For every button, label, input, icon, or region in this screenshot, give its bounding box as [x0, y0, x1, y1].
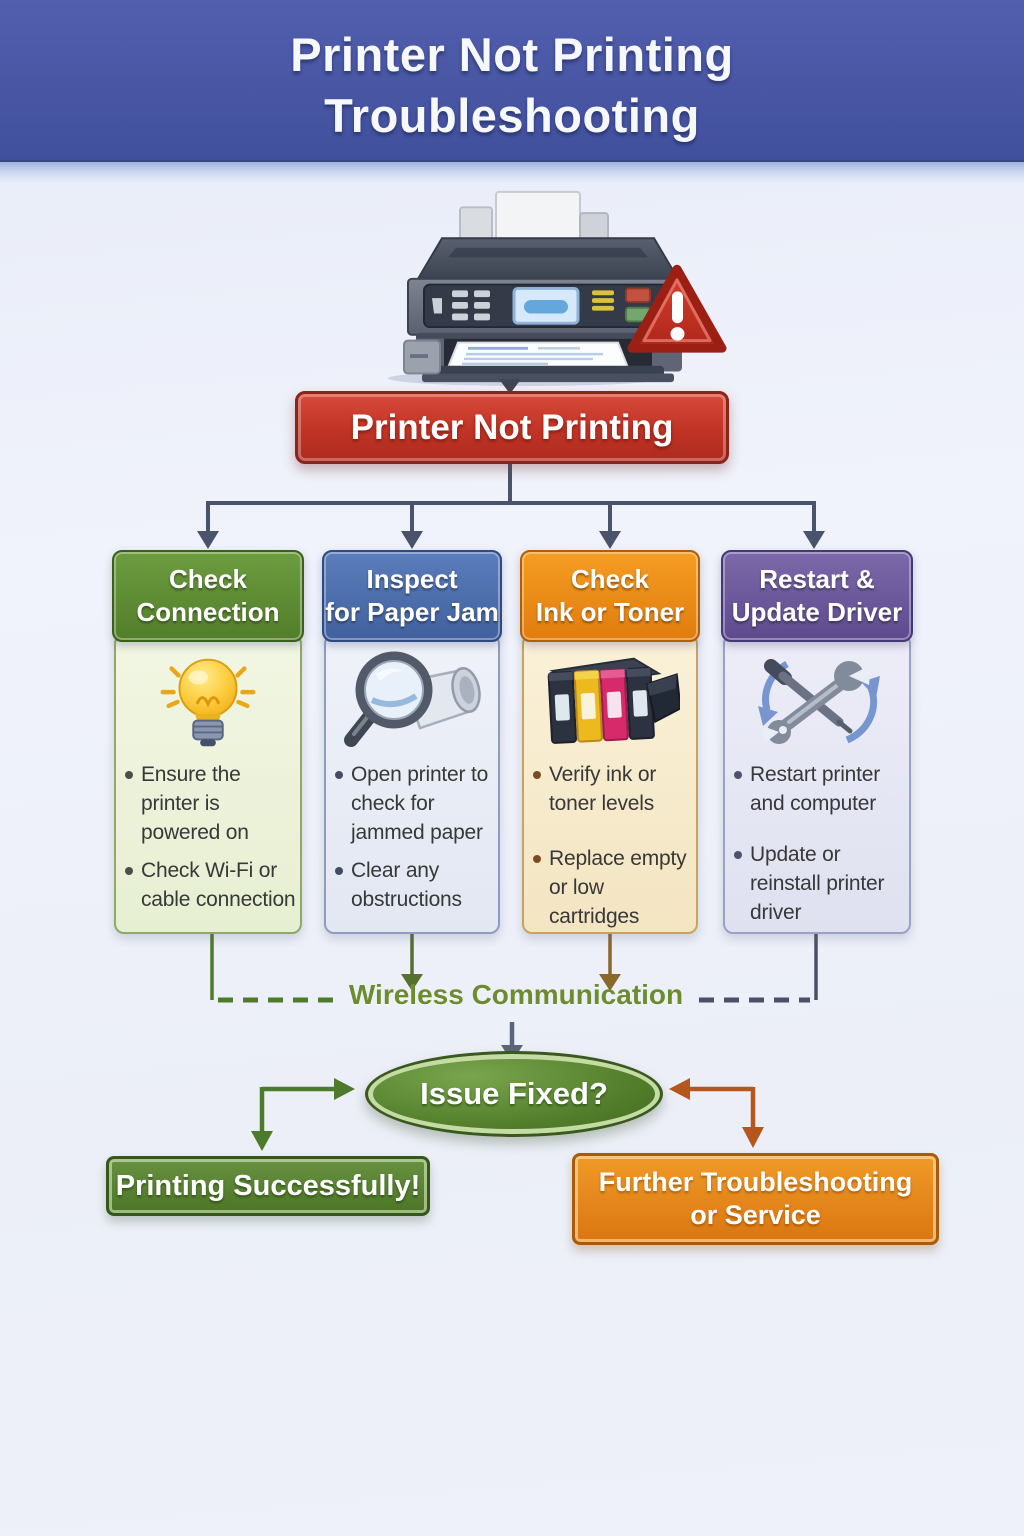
page-title-line-2: Troubleshooting	[324, 89, 700, 142]
branch-body: Open printer to check for jammed paper C…	[324, 634, 500, 934]
problem-node: Printer Not Printing	[295, 391, 729, 464]
banner-bottom-strip	[0, 162, 1024, 184]
lightbulb-icon	[116, 636, 300, 756]
ink-cartridges-icon	[524, 636, 696, 756]
wireless-communication-label: Wireless Communication	[348, 979, 684, 1010]
branch-body: Verify ink or toner levels Replace empty…	[522, 634, 698, 934]
outcome-success-label: Printing Successfully!	[115, 1169, 421, 1202]
bullet-item: Update or reinstall printer driver	[733, 840, 905, 927]
branch-body: Ensure the printer is powered on Check W…	[114, 634, 302, 934]
printer-icon	[388, 190, 727, 386]
problem-node-label: Printer Not Printing	[350, 407, 674, 447]
bullet-item: Replace empty or low cartridges	[532, 844, 692, 931]
outcome-failure-label: Further Troubleshooting or Service	[598, 1167, 913, 1230]
page-title: Printer Not Printing Troubleshooting	[0, 24, 1024, 146]
bullet-list: Verify ink or toner levels Replace empty…	[524, 760, 696, 931]
page-title-line-1: Printer Not Printing	[290, 28, 734, 81]
bullet-item: Check Wi-Fi or cable connection	[124, 856, 296, 914]
branch-body: Restart printer and computer Update or r…	[723, 634, 911, 934]
bullet-list: Open printer to check for jammed paper C…	[326, 760, 498, 914]
branch-restart-update-driver: Restart printer and computer Update or r…	[721, 550, 913, 934]
branch-title-line: for Paper Jam	[325, 597, 499, 627]
branch-header-restart-update-driver: Restart & Update Driver	[721, 550, 913, 642]
branch-check-ink-toner: Verify ink or toner levels Replace empty…	[520, 550, 700, 934]
title-banner	[0, 0, 1024, 162]
branch-header-check-ink-toner: Check Ink or Toner	[520, 550, 700, 642]
magnifier-paper-icon	[326, 636, 498, 756]
bullet-list: Restart printer and computer Update or r…	[725, 760, 909, 927]
decision-node: Issue Fixed?	[365, 1051, 663, 1137]
bullet-list: Ensure the printer is powered on Check W…	[116, 760, 300, 914]
outcome-failure-node: Further Troubleshooting or Service	[572, 1153, 939, 1245]
bullet-item: Clear any obstructions	[334, 856, 494, 914]
warning-icon	[627, 264, 727, 353]
bullet-item: Ensure the printer is powered on	[124, 760, 296, 847]
decision-node-label: Issue Fixed?	[420, 1076, 608, 1111]
branch-header-inspect-paper-jam: Inspect for Paper Jam	[322, 550, 502, 642]
branch-title-line: Inspect	[366, 564, 458, 594]
wrench-refresh-icon	[725, 636, 909, 756]
branch-title-line: Ink or Toner	[535, 597, 685, 627]
bullet-item: Restart printer and computer	[733, 760, 905, 818]
branch-header-check-connection: Check Connection	[112, 550, 304, 642]
outcome-success-node: Printing Successfully!	[106, 1156, 430, 1216]
branch-inspect-paper-jam: Open printer to check for jammed paper C…	[322, 550, 502, 934]
branch-title-line: Check	[570, 564, 650, 594]
branch-title-line: Restart &	[759, 564, 875, 594]
bullet-item: Open printer to check for jammed paper	[334, 760, 494, 847]
branch-title-line: Update Driver	[731, 597, 903, 627]
bullet-item: Verify ink or toner levels	[532, 760, 692, 818]
branch-check-connection: Ensure the printer is powered on Check W…	[112, 550, 304, 934]
branch-title-line: Check	[168, 564, 248, 594]
branch-title-line: Connection	[136, 597, 280, 627]
